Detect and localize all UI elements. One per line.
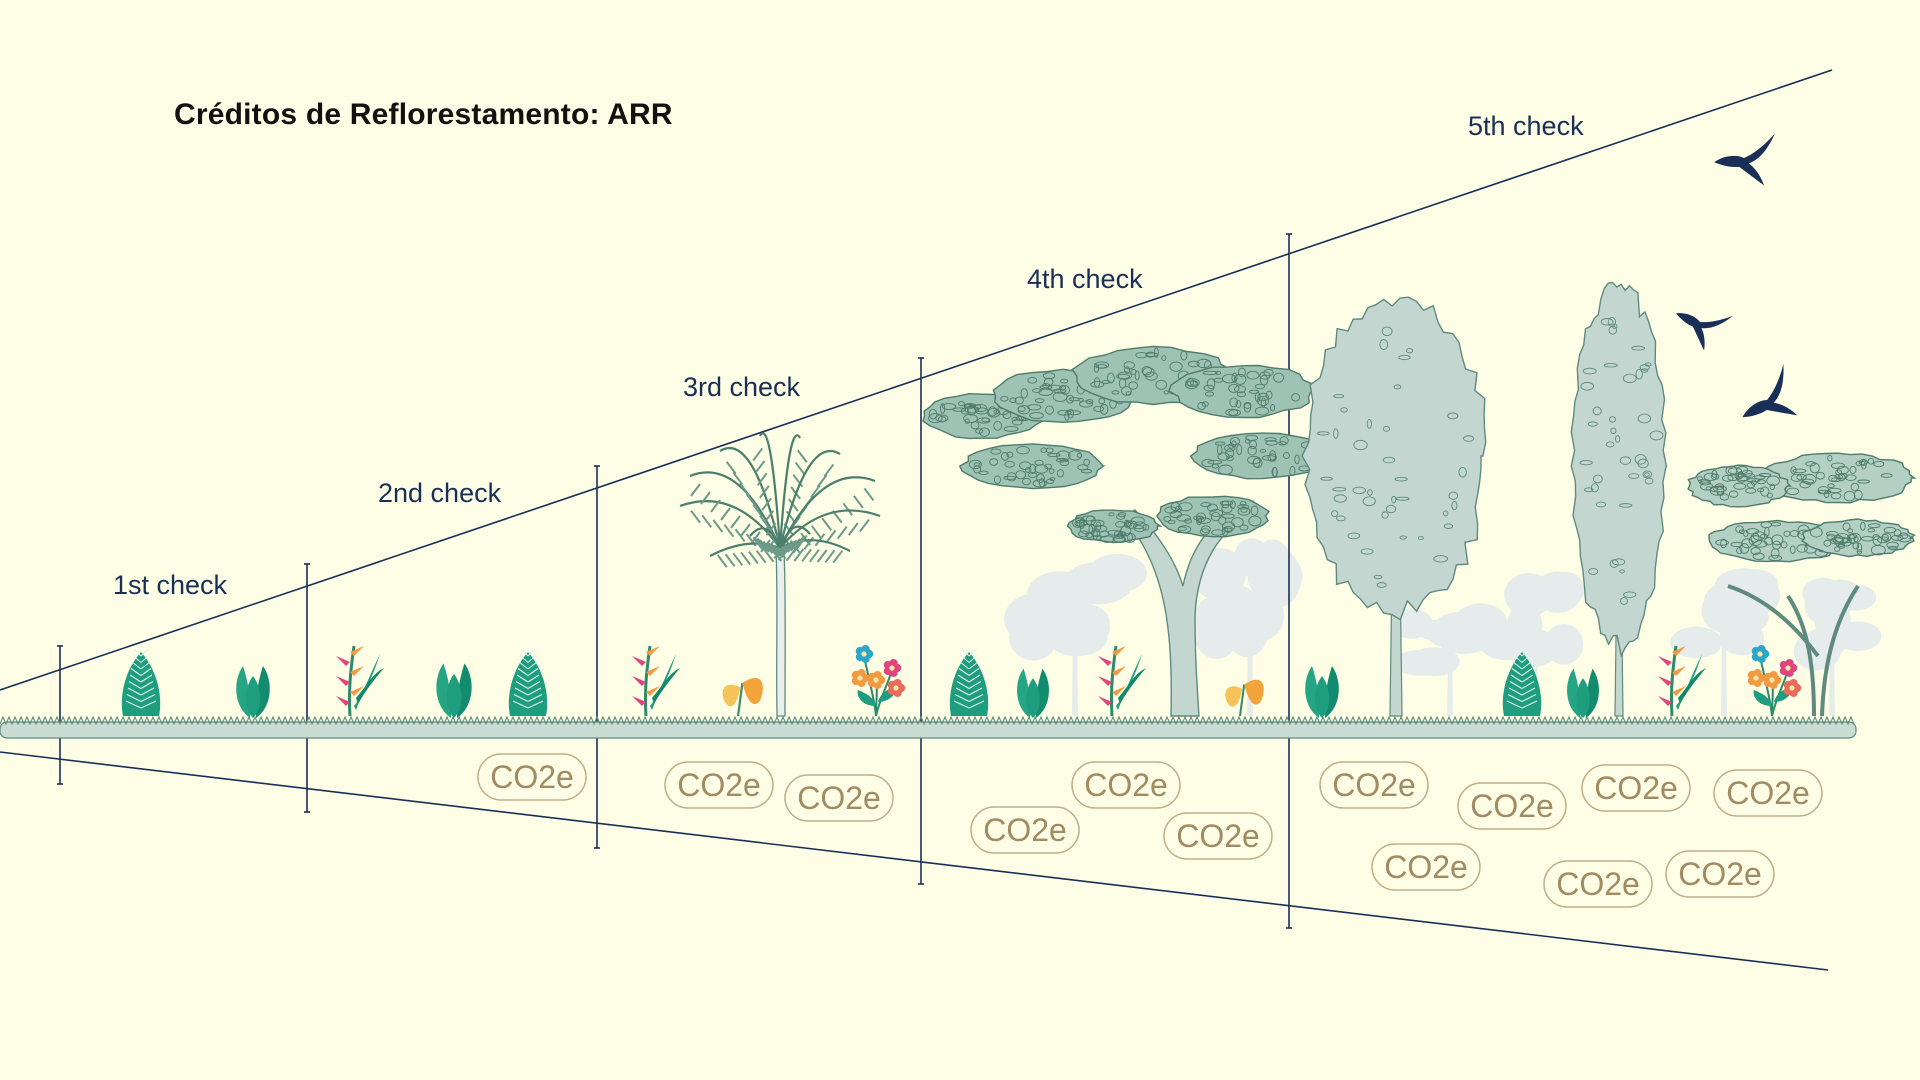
- leafy-plant-icon: [1305, 666, 1339, 718]
- co2-badge-outline: [1163, 812, 1273, 860]
- co2-badge-outline: [784, 774, 894, 822]
- background-trees: [1003, 538, 1882, 716]
- co2-badge: CO2e: [1371, 843, 1481, 891]
- bird-icon: [1714, 133, 1775, 186]
- co2-badge-label: CO2e: [1332, 767, 1416, 803]
- leafy-plant-icon: [236, 666, 270, 718]
- birds: [1676, 133, 1798, 418]
- co2-badge-outline: [1071, 761, 1181, 809]
- flower-icon: [1747, 645, 1802, 717]
- co2-badge-label: CO2e: [1594, 770, 1678, 806]
- co2-badge-label: CO2e: [1384, 849, 1468, 885]
- co2-badge-label: CO2e: [490, 759, 574, 795]
- plants: [121, 645, 1802, 718]
- co2-badge: CO2e: [970, 806, 1080, 854]
- faded-tree-icon: [1391, 603, 1507, 716]
- co2-badge-outline: [1319, 761, 1429, 809]
- co2-badge-label: CO2e: [983, 812, 1067, 848]
- ground-bar: [0, 721, 1857, 739]
- co2-badge-outline: [664, 761, 774, 809]
- upper-boundary-line: [0, 69, 1833, 691]
- heliconia-icon: [632, 645, 680, 717]
- check-marker-5: 5th check: [1286, 111, 1584, 929]
- lower-boundary-line: [0, 751, 1829, 971]
- fern-icon: [121, 648, 161, 716]
- co2-badge: CO2e: [1581, 764, 1691, 812]
- acacia-tree-icon: [1687, 452, 1917, 717]
- co2-badge-outline: [1457, 782, 1567, 830]
- co2-badge-label: CO2e: [677, 767, 761, 803]
- co2-badge-label: CO2e: [1678, 856, 1762, 892]
- heliconia-icon: [336, 645, 384, 717]
- leafy-plant-icon: [1567, 668, 1599, 718]
- co2-badge: CO2e: [1071, 761, 1181, 809]
- broadleaf-tree-icon: [1301, 296, 1487, 717]
- co2-badge-label: CO2e: [1556, 866, 1640, 902]
- co2-badge-label: CO2e: [1176, 818, 1260, 854]
- faded-tree-icon: [1793, 577, 1882, 716]
- co2-badge: CO2e: [1665, 850, 1775, 898]
- check-markers: 1st check 2nd check 3rd check 4th check 5th …: [57, 111, 1584, 929]
- heliconia-icon: [1098, 645, 1146, 717]
- co2-badge-label: CO2e: [1726, 775, 1810, 811]
- co2-badge: CO2e: [1457, 782, 1567, 830]
- poplar-tree-icon: [1570, 281, 1668, 717]
- co2-badge-outline: [1543, 860, 1653, 908]
- co2-badge: CO2e: [784, 774, 894, 822]
- co2-badge: CO2e: [1713, 769, 1823, 817]
- heliconia-icon: [1658, 645, 1706, 717]
- faded-tree-icon: [1003, 553, 1147, 716]
- faded-tree-icon: [1670, 568, 1781, 716]
- check-label: 4th check: [1027, 264, 1143, 294]
- leafy-plant-icon: [436, 663, 472, 718]
- trees: [679, 281, 1917, 717]
- co2-badge: CO2e: [477, 753, 587, 801]
- fern-icon: [1502, 648, 1542, 716]
- check-marker-2: 2nd check: [304, 478, 502, 813]
- check-marker-3: 3rd check: [594, 372, 801, 849]
- co2-badge: CO2e: [1163, 812, 1273, 860]
- flower-icon: [851, 645, 906, 717]
- co2-badge: CO2e: [1543, 860, 1653, 908]
- co2-badge-outline: [1713, 769, 1823, 817]
- co2-badge: CO2e: [1319, 761, 1429, 809]
- fern-icon: [949, 648, 989, 716]
- check-label: 3rd check: [683, 372, 801, 402]
- check-label: 1st check: [113, 570, 228, 600]
- check-label: 5th check: [1468, 111, 1584, 141]
- check-label: 2nd check: [378, 478, 502, 508]
- faded-tree-icon: [1477, 571, 1585, 716]
- co2-badge-outline: [1371, 843, 1481, 891]
- orange-leaf-plant-icon: [1225, 679, 1264, 717]
- co2-badge-label: CO2e: [1470, 788, 1554, 824]
- bird-icon: [1742, 364, 1798, 418]
- co2-badge-label: CO2e: [1084, 767, 1168, 803]
- palm-tree-icon: [679, 432, 881, 717]
- grass-edge: [0, 715, 1855, 726]
- pine-tree-icon: [922, 345, 1337, 717]
- fern-icon: [508, 648, 548, 716]
- ground-strip: [0, 715, 1857, 739]
- co2-badge-outline: [1665, 850, 1775, 898]
- bird-icon: [1676, 313, 1733, 351]
- co2-badge-label: CO2e: [797, 780, 881, 816]
- check-marker-4: 4th check: [918, 264, 1143, 885]
- co2-badge-outline: [970, 806, 1080, 854]
- leafy-plant-icon: [1017, 668, 1049, 718]
- co2-badge-outline: [477, 753, 587, 801]
- co2-badge-outline: [1581, 764, 1691, 812]
- co2-badge: CO2e: [664, 761, 774, 809]
- check-marker-1: 1st check: [57, 570, 228, 785]
- diagram-title: Créditos de Reflorestamento: ARR: [174, 98, 673, 131]
- orange-leaf-plant-icon: [722, 677, 763, 717]
